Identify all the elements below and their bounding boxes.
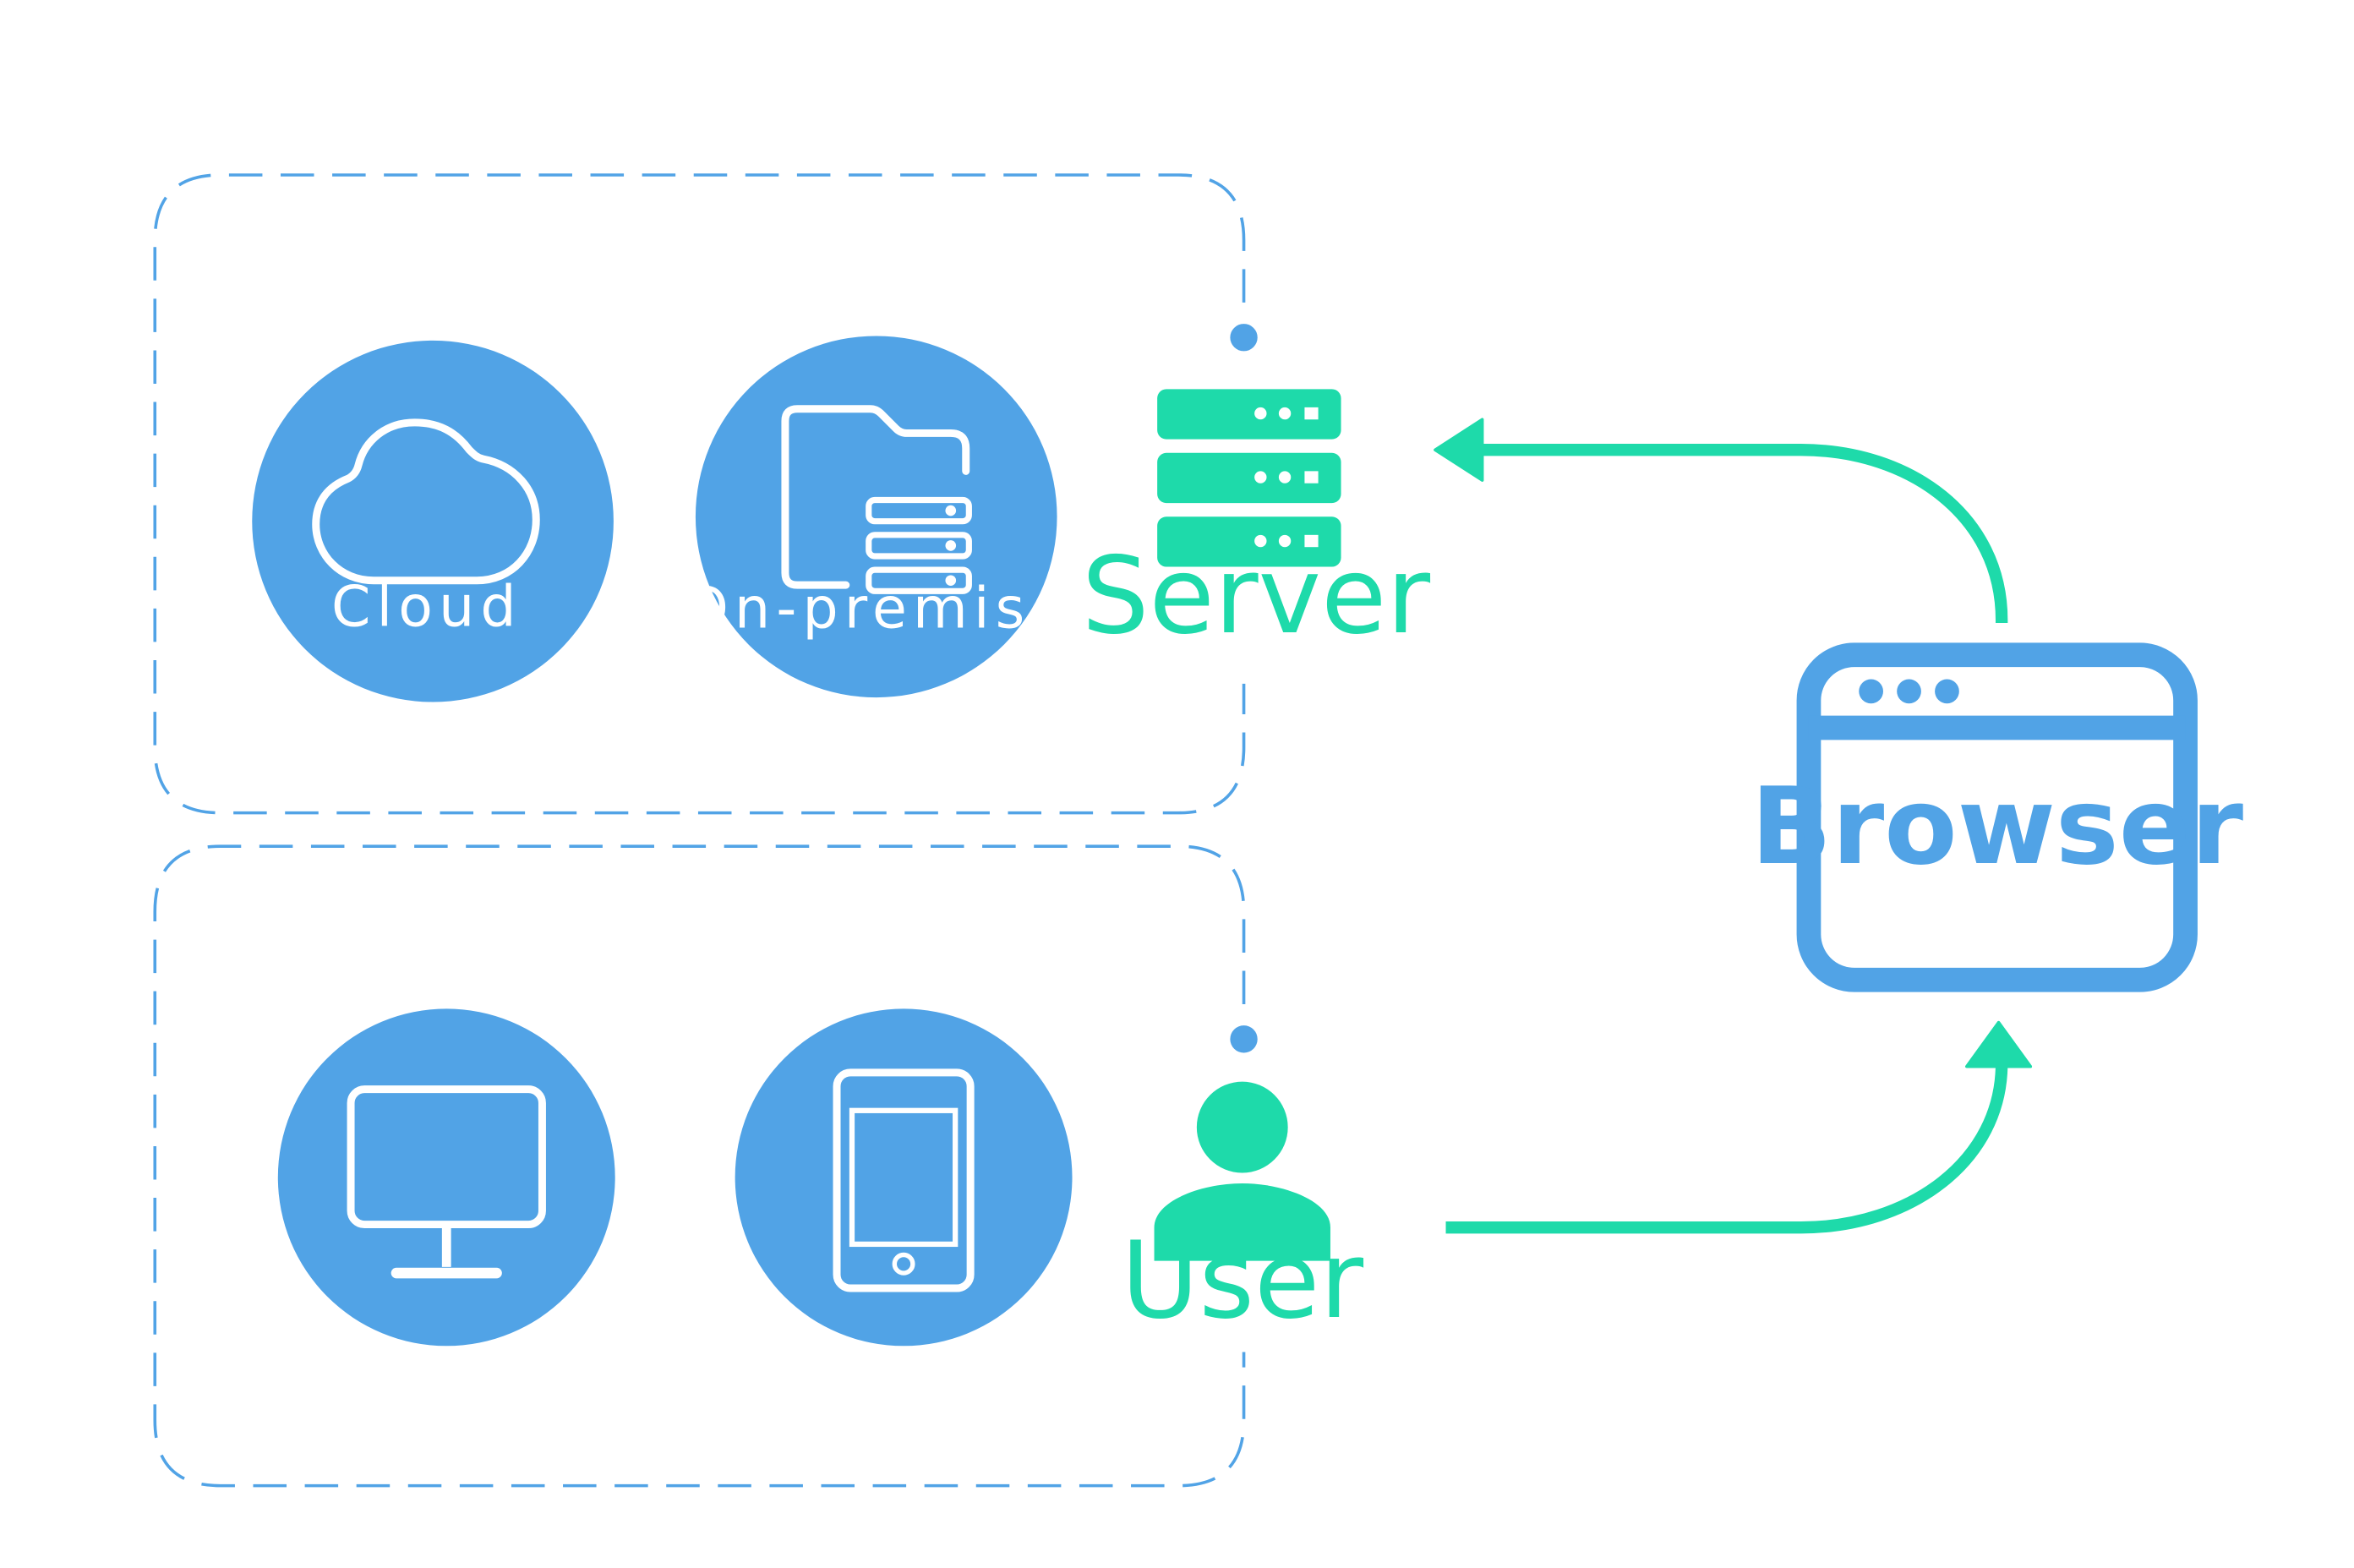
user-icon	[1154, 1081, 1330, 1261]
user-node: User	[1121, 1081, 1363, 1342]
browser-label: Browser	[1750, 764, 2243, 888]
browser-node: Browser	[1750, 642, 2243, 992]
server-label: Server	[1082, 533, 1431, 658]
cloud-icon	[312, 418, 540, 585]
cloud-node: Cloud	[252, 340, 614, 702]
on-premise-node: On-premise	[685, 336, 1072, 698]
arrow-user-to-browser	[1445, 1020, 2033, 1234]
server-rack-icon	[1157, 389, 1341, 567]
folder-server-icon	[781, 405, 972, 594]
desktop-monitor-icon	[347, 1085, 546, 1279]
cloud-label: Cloud	[331, 574, 522, 640]
mobile-tablet-icon	[833, 1068, 975, 1292]
mobile-node	[735, 1008, 1073, 1347]
arrowhead-server	[1434, 418, 1484, 482]
user-label: User	[1121, 1218, 1363, 1342]
desktop-node	[277, 1008, 615, 1347]
device-group	[153, 844, 1258, 1488]
server-node: Server	[1082, 389, 1431, 658]
browser-window-icon	[1796, 642, 2198, 992]
hosting-group: Cloud On-premise	[153, 173, 1258, 815]
device-group-border	[153, 844, 1246, 1488]
device-group-connector-dot	[1230, 1025, 1258, 1053]
hosting-group-connector-dot	[1230, 324, 1258, 352]
on-premise-label: On-premise	[685, 575, 1072, 641]
hosting-group-border	[153, 173, 1246, 815]
arrowhead-browser	[1965, 1020, 2033, 1068]
arrow-browser-to-server	[1434, 418, 2008, 624]
